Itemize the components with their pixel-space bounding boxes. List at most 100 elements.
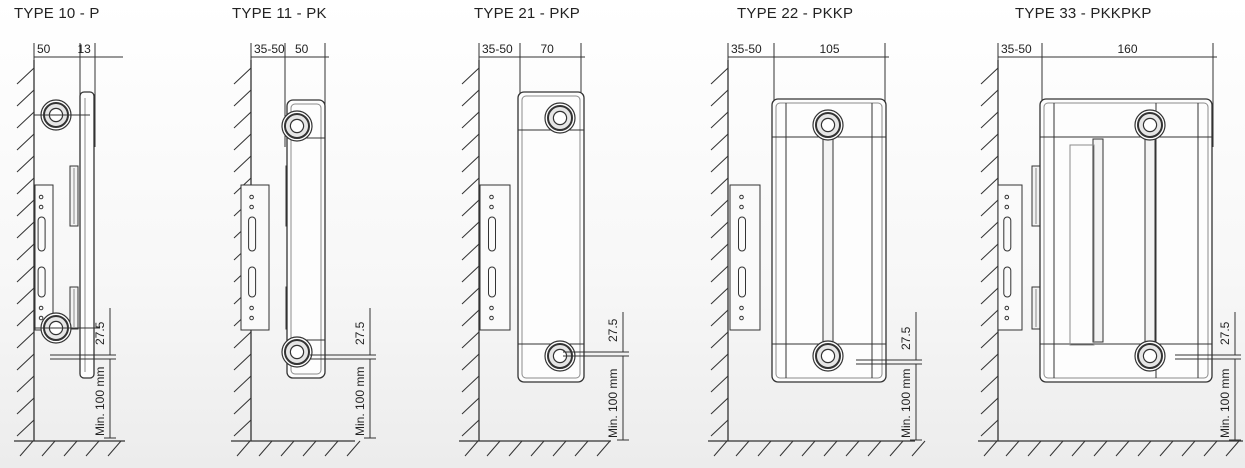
dim-floor-label: Min. 100 mm xyxy=(606,369,620,438)
bracket-hole xyxy=(1004,305,1010,311)
bracket-slot xyxy=(488,266,496,298)
radiator-body xyxy=(517,91,585,383)
wall-hatch xyxy=(980,177,999,195)
wall-hatch xyxy=(16,243,35,261)
wall-hatch xyxy=(710,309,729,327)
bracket-slot xyxy=(1003,216,1012,252)
floor-hatch xyxy=(236,440,251,457)
floor-hatch xyxy=(552,440,567,457)
floor-hatch xyxy=(1203,440,1218,457)
wall-hatch xyxy=(980,375,999,393)
dim-depth-label: 160 xyxy=(1118,42,1138,56)
wall-hatch xyxy=(461,353,480,371)
floor-hatch xyxy=(19,440,34,457)
bracket-hole xyxy=(38,194,44,200)
floor-hatch xyxy=(280,440,295,457)
floor-hatch xyxy=(1049,440,1064,457)
wall-hatch xyxy=(233,353,252,371)
dim-pipe-label: 27.5 xyxy=(353,321,367,345)
floor-hatch xyxy=(1137,440,1152,457)
wall-hatch xyxy=(710,331,729,349)
convector-column xyxy=(822,138,834,343)
wall-hatch xyxy=(710,397,729,415)
floor-hatch xyxy=(1159,440,1174,457)
wall-hatch xyxy=(16,419,35,437)
bracket-slot xyxy=(248,216,257,252)
floor-hatch xyxy=(302,440,317,457)
valve-inner xyxy=(289,118,305,134)
wall-hatch xyxy=(461,243,480,261)
floor-hatch xyxy=(508,440,523,457)
bracket-hole xyxy=(489,315,494,321)
bracket-slot xyxy=(488,216,496,252)
wall-hatch xyxy=(980,155,999,173)
wall-hatch xyxy=(16,331,35,349)
wall-hatch xyxy=(16,397,35,415)
bracket-hole xyxy=(489,305,494,311)
wall-hatch xyxy=(980,221,999,239)
wall-hatch xyxy=(980,287,999,305)
floor-hatch xyxy=(486,440,501,457)
valve-inner xyxy=(1142,348,1158,364)
floor-hatch xyxy=(845,440,860,457)
panel-title: TYPE 10 - P xyxy=(14,5,100,22)
wall-hatch xyxy=(980,265,999,283)
wall-hatch xyxy=(710,265,729,283)
wall-hatch xyxy=(233,133,252,151)
bracket-hole xyxy=(1004,204,1010,210)
dim-floor-label: Min. 100 mm xyxy=(899,369,913,438)
dim-bracket-label: 35-50 xyxy=(482,42,513,56)
wall-hatch xyxy=(710,221,729,239)
dim-floor-label: Min. 100 mm xyxy=(353,367,367,436)
dim-bracket-label: 35-50 xyxy=(254,42,285,56)
wall-hatch xyxy=(16,309,35,327)
radiator-body xyxy=(286,99,326,379)
wall-hatch xyxy=(461,309,480,327)
wall-hatch xyxy=(461,155,480,173)
floor-hatch xyxy=(85,440,100,457)
radiator-inner xyxy=(290,103,322,375)
panel-title: TYPE 11 - PK xyxy=(232,5,327,22)
floor-hatch xyxy=(735,440,750,457)
wall-hatch xyxy=(980,419,999,437)
wall-hatch xyxy=(980,353,999,371)
dim-pipe-label: 27.5 xyxy=(899,326,913,350)
dim-bracket-label: 50 xyxy=(37,42,51,56)
bracket-hole xyxy=(38,315,44,321)
dim-floor-label: Min. 100 mm xyxy=(1218,369,1232,438)
mounting-bracket xyxy=(997,184,1023,331)
wall-hatch xyxy=(980,67,999,85)
wall-hatch xyxy=(16,67,35,85)
wall-hatch xyxy=(980,89,999,107)
bracket-hole xyxy=(38,204,44,210)
wall-hatch xyxy=(461,133,480,151)
bracket-hole xyxy=(249,194,254,200)
wall-hatch xyxy=(16,111,35,129)
floor-hatch xyxy=(779,440,794,457)
wall-hatch xyxy=(710,111,729,129)
wall-hatch xyxy=(461,375,480,393)
wall-hatch xyxy=(980,111,999,129)
wall-hatch xyxy=(16,221,35,239)
wall-hatch xyxy=(233,89,252,107)
floor-hatch xyxy=(41,440,56,457)
wall-hatch xyxy=(980,309,999,327)
floor-hatch xyxy=(911,440,926,457)
floor-hatch xyxy=(596,440,611,457)
mounting-bracket xyxy=(729,184,761,331)
wall-hatch xyxy=(233,331,252,349)
dim-floor-label: Min. 100 mm xyxy=(93,367,107,436)
wall-hatch xyxy=(233,67,252,85)
floor-hatch xyxy=(530,440,545,457)
floor-hatch xyxy=(464,440,479,457)
convector-fins xyxy=(1069,144,1095,346)
floor-hatch xyxy=(1071,440,1086,457)
mounting-bracket xyxy=(34,184,54,331)
wall-hatch xyxy=(461,111,480,129)
wall-hatch xyxy=(461,331,480,349)
bracket-hole xyxy=(249,305,254,311)
wall-hatch xyxy=(461,265,480,283)
